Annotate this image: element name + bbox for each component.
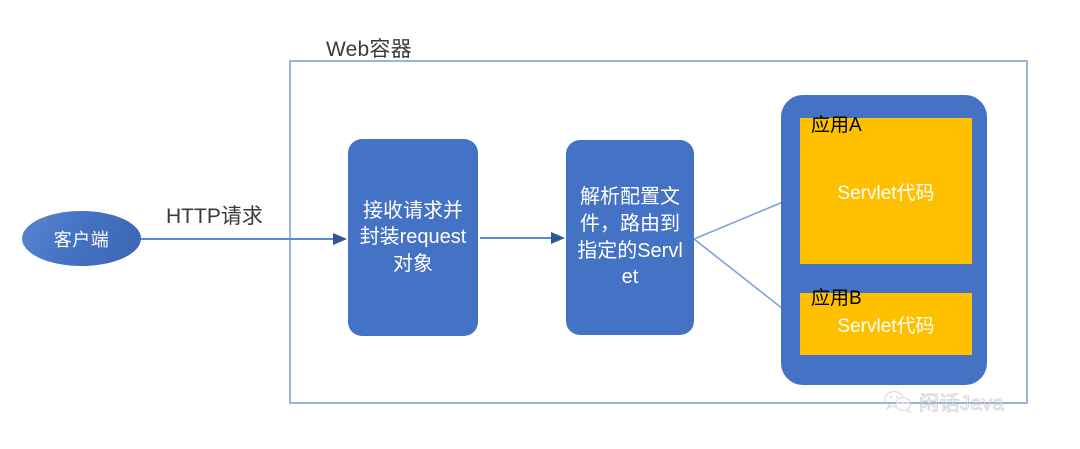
process-route-servlet[interactable]: 解析配置文件，路由到指定的Servlet: [566, 140, 694, 335]
web-container-title: Web容器: [326, 38, 412, 61]
process-receive-request-label: 接收请求并封装request对象: [359, 199, 467, 275]
application-a-title: 应用A: [811, 115, 862, 136]
process-route-servlet-label: 解析配置文件，路由到指定的Servlet: [577, 186, 683, 289]
application-b-box[interactable]: Servlet代码: [800, 293, 972, 355]
watermark-text: 闲话Java: [918, 393, 1005, 416]
process-receive-request[interactable]: 接收请求并封装request对象: [348, 139, 478, 336]
client-node[interactable]: 客户端: [22, 211, 141, 266]
watermark: 闲话Java: [884, 387, 1004, 416]
application-b-title: 应用B: [811, 288, 862, 309]
wechat-icon: [884, 390, 913, 414]
client-label: 客户端: [53, 229, 110, 250]
application-a-box[interactable]: Servlet代码: [800, 118, 972, 264]
web-container-boundary: [289, 60, 1028, 404]
application-b-code-label: Servlet代码: [837, 315, 935, 337]
http-request-label: HTTP请求: [166, 205, 263, 228]
application-a-code-label: Servlet代码: [837, 182, 935, 204]
